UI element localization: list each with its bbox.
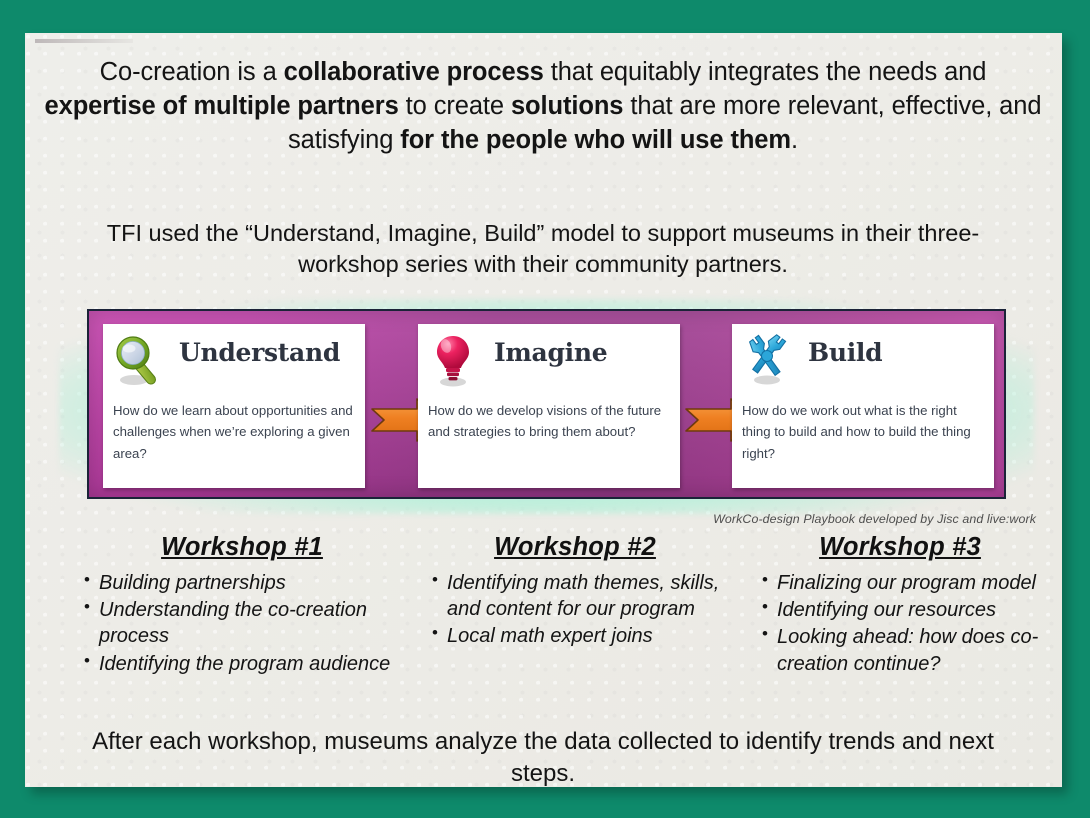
workshop-2-title: Workshop #2 bbox=[494, 533, 656, 561]
intro-text: . bbox=[790, 125, 798, 154]
card-understand-title: Understand bbox=[179, 338, 341, 367]
magnifying-glass-icon bbox=[111, 330, 173, 392]
model-statement: TFI used the “Understand, Imagine, Build… bbox=[106, 220, 980, 278]
lightbulb-icon bbox=[426, 330, 488, 392]
intro-text: Co-creation is a bbox=[99, 58, 284, 86]
workshop-1-title: Workshop #1 bbox=[161, 533, 323, 561]
list-item: Identifying the program audience bbox=[84, 650, 407, 677]
intro-text: that are more relevant, effective, and s… bbox=[288, 91, 1042, 154]
slide-top-artifact bbox=[35, 39, 133, 43]
workshop-3-title: Workshop #3 bbox=[819, 533, 981, 561]
workshop-column-1: Workshop #1 Building partnerships Unders… bbox=[77, 533, 407, 678]
card-imagine-body: How do we develop visions of the future … bbox=[428, 403, 662, 440]
card-understand-body: How do we learn about opportunities and … bbox=[113, 403, 353, 461]
card-imagine: Imagine How do we develop visions of the… bbox=[418, 324, 680, 488]
uib-diagram: Understand How do we learn about opportu… bbox=[59, 299, 1034, 514]
card-build-body: How do we work out what is the right thi… bbox=[742, 403, 971, 461]
workshop-3-list: Finalizing our program model Identifying… bbox=[755, 569, 1045, 677]
card-build-head: Build bbox=[732, 324, 994, 396]
list-item: Identifying our resources bbox=[762, 596, 1045, 623]
workshop-2-list: Identifying math themes, skills, and con… bbox=[425, 569, 725, 650]
list-item: Understanding the co-creation process bbox=[84, 596, 407, 649]
banner-frame: Understand How do we learn about opportu… bbox=[87, 309, 1006, 499]
intro-text: that equitably integrates the needs and bbox=[543, 58, 987, 86]
intro-paragraph: Co-creation is a collaborative process t… bbox=[43, 56, 1043, 158]
workshop-columns: Workshop #1 Building partnerships Unders… bbox=[45, 533, 1045, 713]
card-build-title: Build bbox=[808, 338, 883, 367]
intro-emphasis: collaborative process bbox=[283, 58, 544, 86]
intro-emphasis: for the people who will use them bbox=[400, 125, 791, 154]
attribution-caption: WorkCo-design Playbook developed by Jisc… bbox=[713, 512, 1036, 526]
intro-text: to create bbox=[398, 91, 511, 120]
card-imagine-title: Imagine bbox=[494, 338, 608, 367]
list-item: Looking ahead: how does co-creation cont… bbox=[762, 623, 1045, 676]
list-item: Local math expert joins bbox=[432, 622, 725, 649]
list-item: Building partnerships bbox=[84, 569, 407, 596]
workshop-column-3: Workshop #3 Finalizing our program model… bbox=[755, 533, 1045, 678]
intro-emphasis: solutions bbox=[510, 91, 624, 120]
workshop-column-2: Workshop #2 Identifying math themes, ski… bbox=[425, 533, 725, 651]
card-understand: Understand How do we learn about opportu… bbox=[103, 324, 365, 488]
list-item: Finalizing our program model bbox=[762, 569, 1045, 596]
intro-emphasis: expertise of multiple partners bbox=[44, 91, 399, 120]
workshop-1-list: Building partnerships Understanding the … bbox=[77, 569, 407, 677]
wrench-icon bbox=[740, 330, 802, 392]
card-build: Build How do we work out what is the rig… bbox=[732, 324, 994, 488]
card-imagine-head: Imagine bbox=[418, 324, 680, 396]
footer-statement: After each workshop, museums analyze the… bbox=[92, 728, 994, 787]
card-understand-head: Understand bbox=[103, 324, 365, 396]
list-item: Identifying math themes, skills, and con… bbox=[432, 569, 725, 622]
slide: Co-creation is a collaborative process t… bbox=[25, 33, 1062, 787]
